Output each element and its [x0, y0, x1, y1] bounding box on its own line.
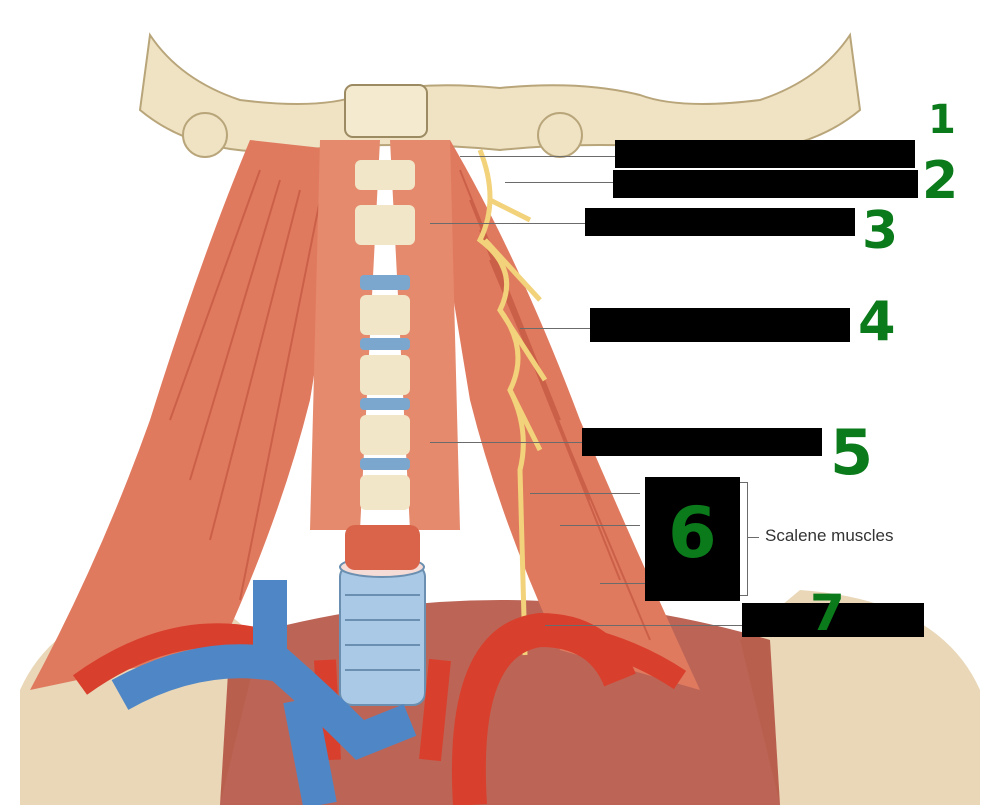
leader-5 — [430, 442, 582, 443]
hand-number-2: 2 — [922, 151, 959, 211]
hand-number-3: 3 — [862, 201, 899, 261]
hand-number-5: 5 — [830, 416, 874, 489]
hidden-label-5 — [582, 428, 822, 456]
skull-base — [138, 32, 862, 153]
mastoid-left — [182, 112, 228, 158]
hand-number-1: 1 — [928, 97, 956, 143]
hidden-label-4 — [590, 308, 850, 342]
trachea-rings — [345, 594, 420, 671]
hand-number-6: 6 — [668, 492, 717, 574]
leader-2 — [505, 182, 615, 183]
leader-6c — [600, 583, 645, 584]
hidden-label-2 — [613, 170, 918, 198]
leader-4 — [520, 328, 590, 329]
scalene-muscles-label: Scalene muscles — [765, 526, 894, 545]
occipital-center — [344, 84, 428, 138]
leader-7 — [545, 625, 745, 626]
leader-3 — [430, 223, 585, 224]
vertebral-column — [355, 160, 415, 510]
svc — [283, 696, 337, 809]
hidden-label-7 — [742, 603, 924, 637]
esophagus — [345, 525, 420, 570]
muscle-left-fibers — [169, 169, 321, 601]
leader-6a — [530, 493, 640, 494]
bracket-tick — [747, 537, 759, 538]
scalene-bracket — [740, 482, 748, 596]
leader-1 — [460, 156, 615, 157]
leader-6b — [560, 525, 640, 526]
subclavian-left — [72, 623, 263, 695]
muscle-left — [30, 140, 340, 690]
hidden-label-1 — [615, 140, 915, 168]
hand-number-4: 4 — [858, 290, 896, 353]
hand-number-7: 7 — [810, 584, 845, 642]
hidden-label-6 — [645, 477, 740, 601]
subclavian-right — [538, 619, 687, 690]
hidden-label-3 — [585, 208, 855, 236]
trachea — [339, 564, 426, 706]
shoulder-right — [740, 590, 980, 805]
mastoid-right — [537, 112, 583, 158]
brachiocephalic-vein — [111, 644, 417, 760]
muscle-right-fibers — [459, 169, 651, 641]
brachial-plexus — [483, 197, 548, 452]
carotid-right — [419, 658, 451, 762]
